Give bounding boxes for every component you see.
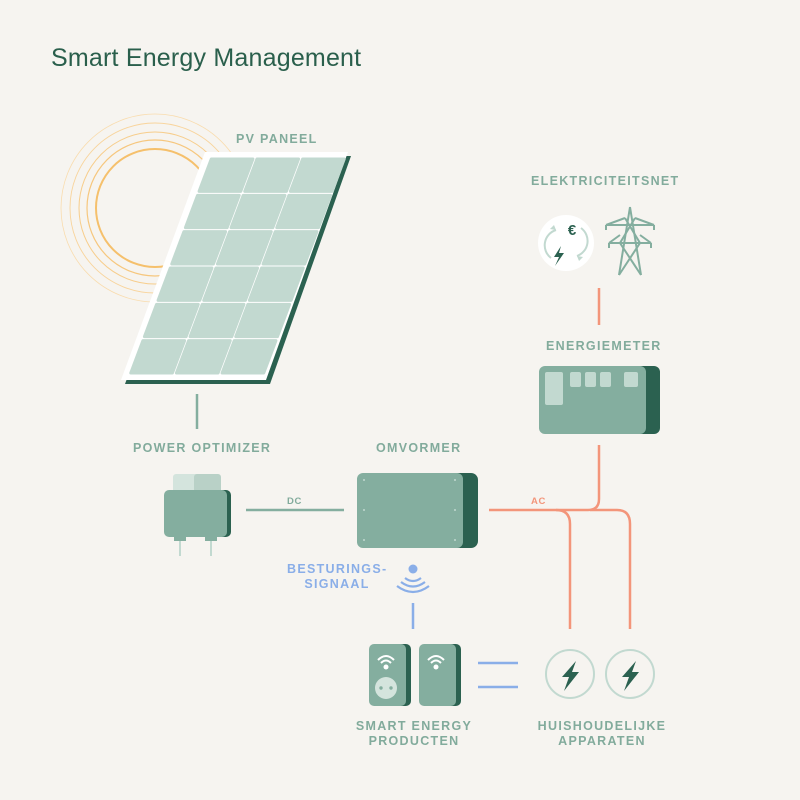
appliances-line1: HUISHOUDELIJKE xyxy=(537,719,667,733)
control-signal-line1: BESTURINGS- xyxy=(287,562,388,576)
solar-cell xyxy=(215,230,273,266)
smart-products-label: SMART ENERGY PRODUCTEN xyxy=(354,719,474,749)
solar-cell xyxy=(202,266,260,302)
ac-lines xyxy=(489,445,632,629)
solar-cell xyxy=(174,339,232,375)
pv-panel-label: PV PANEEL xyxy=(236,132,318,146)
solar-cell xyxy=(247,266,305,302)
inverter-icon xyxy=(357,473,478,548)
page-title: Smart Energy Management xyxy=(51,44,362,72)
lightning-bolt-icon xyxy=(605,649,655,699)
control-signal-label: BESTURINGS- SIGNAAL xyxy=(287,562,387,592)
power-pylon-icon xyxy=(605,206,655,276)
smart-products-line1: SMART ENERGY xyxy=(355,719,473,733)
inverter-label: OMVORMER xyxy=(376,441,462,455)
solar-cell xyxy=(197,157,255,193)
solar-cell xyxy=(142,302,200,339)
solar-cell xyxy=(156,266,214,302)
euro-exchange-icon: € xyxy=(538,215,594,271)
solar-cell xyxy=(288,157,346,193)
solar-cell xyxy=(234,302,292,339)
solar-cell xyxy=(261,230,319,266)
energy-meter-label: ENERGIEMETER xyxy=(546,339,662,353)
solar-cell xyxy=(229,193,287,230)
appliances-line2: APPARATEN xyxy=(558,734,646,748)
solar-panel-icon xyxy=(121,152,351,384)
lightning-bolt-icon xyxy=(545,649,595,699)
solar-cell xyxy=(275,193,333,230)
power-optimizer-label: POWER OPTIMIZER xyxy=(133,441,272,455)
svg-text:€: € xyxy=(568,222,577,239)
solar-cell xyxy=(188,302,246,339)
control-signal-line2: SIGNAAL xyxy=(304,577,370,591)
equals-link xyxy=(478,661,518,689)
smart-plug-icon xyxy=(369,644,411,706)
solar-cell xyxy=(129,339,187,375)
appliances-label: HUISHOUDELIJKE APPARATEN xyxy=(537,719,667,749)
wireless-signal-icon xyxy=(396,564,430,594)
power-optimizer-icon xyxy=(164,474,231,556)
solar-cell xyxy=(243,157,301,193)
dc-label: DC xyxy=(287,496,302,507)
ac-label: AC xyxy=(531,496,546,507)
smart-products-line2: PRODUCTEN xyxy=(368,734,460,748)
smart-device-icon xyxy=(419,644,461,706)
solar-cell xyxy=(170,230,228,266)
grid-label: ELEKTRICITEITSNET xyxy=(531,174,680,188)
solar-cell xyxy=(183,193,241,230)
energy-meter-icon xyxy=(539,366,660,434)
solar-cell xyxy=(220,339,278,375)
